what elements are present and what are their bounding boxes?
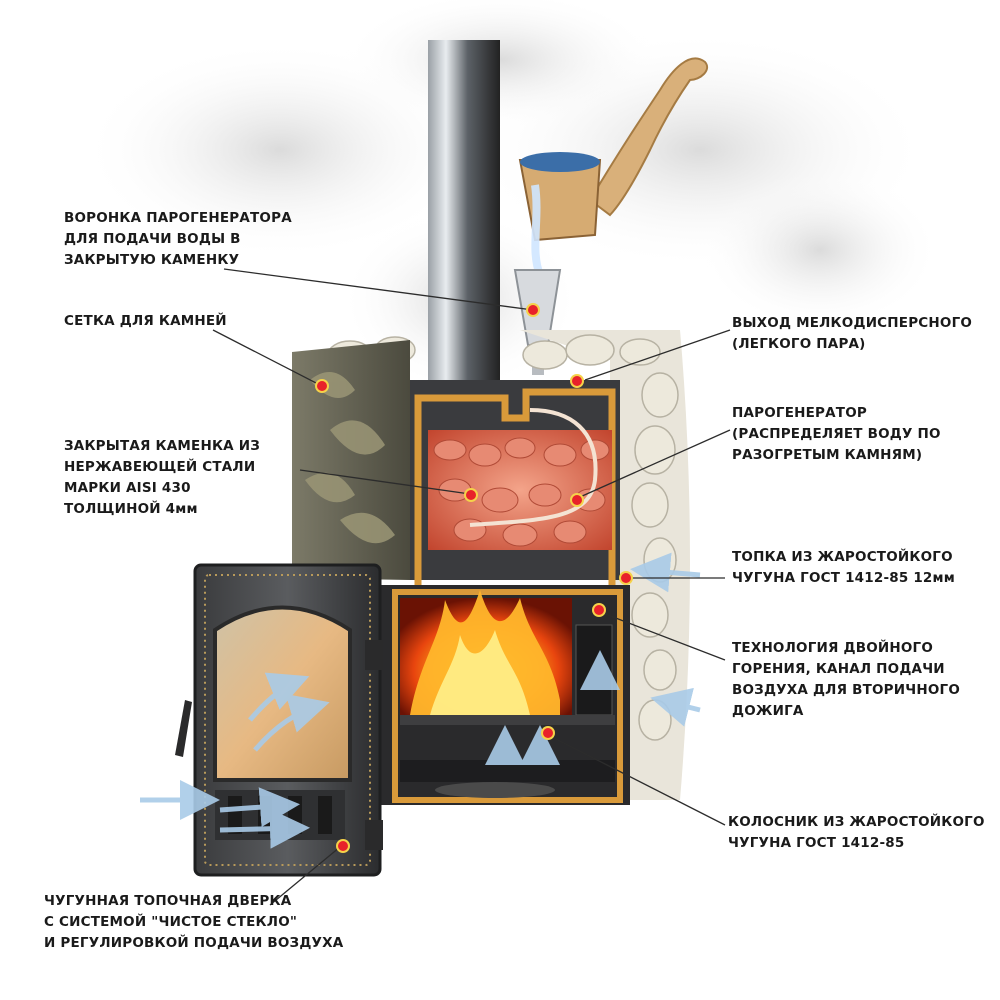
label-funnel: ВОРОНКА ПАРОГЕНЕРАТОРА ДЛЯ ПОДАЧИ ВОДЫ В… [64,208,292,271]
label-line: НЕРЖАВЕЮЩЕЙ СТАЛИ [64,459,256,475]
label-line: ЧУГУНА ГОСТ 1412-85 [728,835,905,851]
chimney-pipe [428,40,500,400]
label-steam-generator: ПАРОГЕНЕРАТОР (РАСПРЕДЕЛЯЕТ ВОДУ ПО РАЗО… [732,403,941,466]
label-line: ЗАКРЫТУЮ КАМЕНКУ [64,252,240,268]
label-grate: КОЛОСНИК ИЗ ЖАРОСТОЙКОГО ЧУГУНА ГОСТ 141… [728,812,985,854]
label-line: ТОЛЩИНОЙ 4мм [64,501,198,517]
air-flow-arrows [140,552,701,849]
label-line: ЗАКРЫТАЯ КАМЕНКА ИЗ [64,438,261,454]
label-line: (РАСПРЕДЕЛЯЕТ ВОДУ ПО [732,426,941,442]
label-line: С СИСТЕМОЙ "ЧИСТОЕ СТЕКЛО" [44,914,298,930]
label-line: ДЛЯ ПОДАЧИ ВОДЫ В [64,231,241,247]
label-line: ЧУГУНА ГОСТ 1412-85 12мм [732,570,955,586]
label-line: РАЗОГРЕТЫМ КАМНЯМ) [732,447,923,463]
label-line: КОЛОСНИК ИЗ ЖАРОСТОЙКОГО [728,814,985,830]
callout-lines [212,268,731,906]
ladle-icon [518,57,709,277]
label-line: ЧУГУННАЯ ТОПОЧНАЯ ДВЕРКА [44,893,292,909]
stones-right [327,334,679,741]
marker-steam-generator [570,493,584,507]
flames [410,590,560,715]
label-line: ВЫХОД МЕЛКОДИСПЕРСНОГО [732,315,973,331]
marker-door [336,839,350,853]
marker-stone-mesh [315,379,329,393]
callout-markers [315,303,633,853]
door-handle-icon [175,640,383,850]
label-line: ВОРОНКА ПАРОГЕНЕРАТОРА [64,210,292,226]
marker-closed-heater [464,488,478,502]
label-line: (ЛЕГКОГО ПАРА) [732,336,866,352]
firebox-frame [392,589,623,803]
steam-generator-pipe [469,408,598,527]
marker-firebox [619,571,633,585]
label-line: ГОРЕНИЯ, КАНАЛ ПОДАЧИ [732,661,945,677]
label-line: СЕТКА ДЛЯ КАМНЕЙ [64,313,227,329]
label-line: ДОЖИГА [732,703,804,719]
label-line: ТОПКА ИЗ ЖАРОСТОЙКОГО [732,549,953,565]
label-line: И РЕГУЛИРОВКОЙ ПОДАЧИ ВОЗДУХА [44,935,344,951]
chamber-stones [433,437,610,547]
marker-grate [541,726,555,740]
grate [400,715,615,798]
label-firebox: ТОПКА ИЗ ЖАРОСТОЙКОГО ЧУГУНА ГОСТ 1412-8… [732,547,955,589]
mesh-leaf-pattern [305,372,395,544]
label-line: ПАРОГЕНЕРАТОР [732,405,867,421]
label-double-burn: ТЕХНОЛОГИЯ ДВОЙНОГО ГОРЕНИЯ, КАНАЛ ПОДАЧ… [732,638,960,722]
label-line: ВОЗДУХА ДЛЯ ВТОРИЧНОГО [732,682,961,698]
label-stone-mesh: СЕТКА ДЛЯ КАМНЕЙ [64,311,227,332]
label-steam-outlet: ВЫХОД МЕЛКОДИСПЕРСНОГО (ЛЕГКОГО ПАРА) [732,313,972,355]
marker-double-burn [592,603,606,617]
label-closed-heater: ЗАКРЫТАЯ КАМЕНКА ИЗ НЕРЖАВЕЮЩЕЙ СТАЛИ МА… [64,436,260,520]
label-line: ТЕХНОЛОГИЯ ДВОЙНОГО [732,640,934,656]
label-door: ЧУГУННАЯ ТОПОЧНАЯ ДВЕРКА С СИСТЕМОЙ "ЧИС… [44,891,343,954]
marker-funnel [526,303,540,317]
secondary-air-channel [575,624,613,716]
stone-mesh-left [292,340,410,580]
label-line: МАРКИ AISI 430 [64,480,191,496]
marker-steam-outlet [570,374,584,388]
